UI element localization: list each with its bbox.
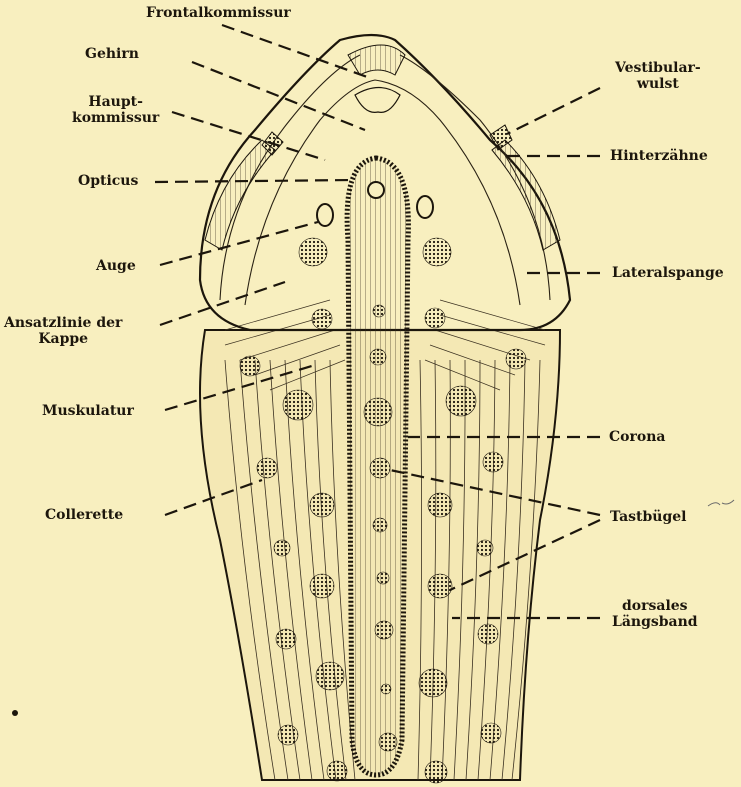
label-gehirn: Gehirn bbox=[85, 46, 139, 62]
label-vestibularwulst: Vestibular-wulst bbox=[615, 60, 701, 92]
label-auge: Auge bbox=[96, 258, 136, 274]
label-opticus: Opticus bbox=[78, 173, 138, 189]
label-collerette: Collerette bbox=[45, 507, 123, 523]
label-lateralspange: Lateralspange bbox=[612, 265, 724, 281]
eye-left bbox=[317, 204, 333, 226]
eye-right bbox=[417, 196, 433, 218]
label-frontalkommissur: Frontalkommissur bbox=[146, 5, 291, 21]
label-hinterzaehne: Hinterzähne bbox=[610, 148, 708, 164]
label-hauptkommissur: Haupt-kommissur bbox=[72, 94, 159, 126]
label-muskulatur: Muskulatur bbox=[42, 403, 134, 419]
pencil-mark bbox=[708, 500, 734, 506]
stray-dot bbox=[12, 710, 18, 716]
label-tastbuegel: Tastbügel bbox=[610, 509, 686, 525]
label-corona: Corona bbox=[609, 429, 665, 445]
